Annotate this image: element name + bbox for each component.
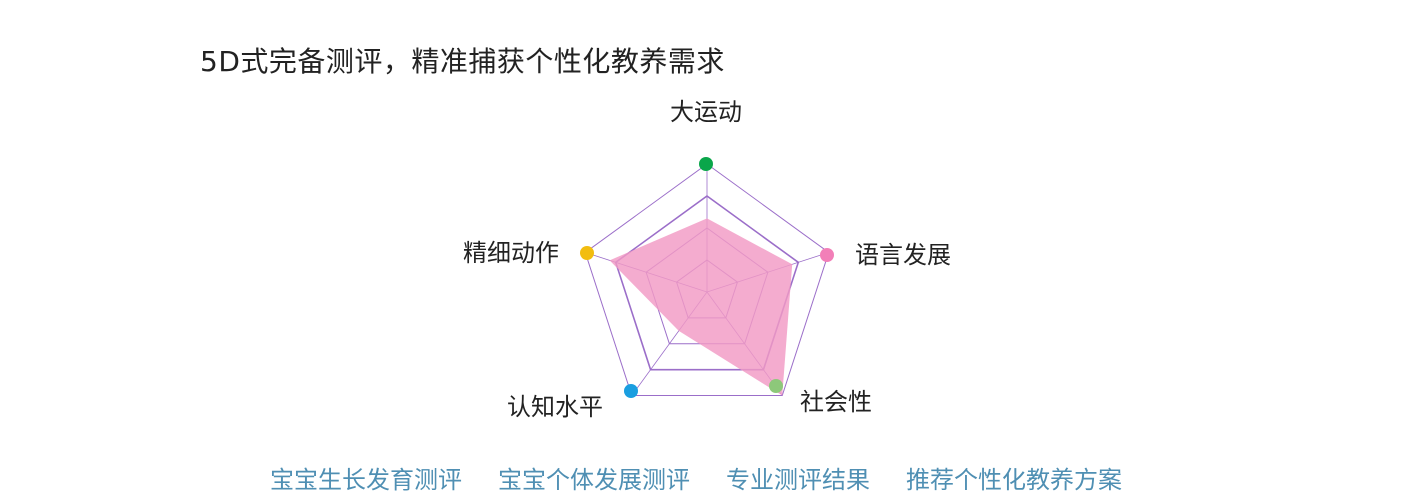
page-headline: 5D式完备测评，精准捕获个性化教养需求 [200, 45, 725, 78]
radar-grid-ring-4 [584, 163, 830, 397]
axis-dot-4 [624, 384, 638, 398]
axis-dot-5 [580, 246, 594, 260]
footer-link-individual-assessment[interactable]: 宝宝个体发展测评 [498, 466, 690, 494]
footer-link-assessment-results[interactable]: 专业测评结果 [726, 466, 870, 494]
footer-link-parenting-plan[interactable]: 推荐个性化教养方案 [906, 466, 1122, 494]
radar-series-area-1 [609, 218, 793, 396]
axis-label-4: 认知水平 [507, 393, 603, 421]
footer-link-growth-assessment[interactable]: 宝宝生长发育测评 [270, 466, 462, 494]
footer-nav: 宝宝生长发育测评 宝宝个体发展测评 专业测评结果 推荐个性化教养方案 [270, 460, 1122, 495]
axis-dot-3 [769, 379, 783, 393]
axis-dot-2 [820, 248, 834, 262]
axis-dot-1 [699, 157, 713, 171]
axis-label-1: 大运动 [670, 98, 742, 126]
axis-label-5: 精细动作 [463, 239, 559, 267]
axis-label-3: 社会性 [800, 388, 872, 416]
axis-label-2: 语言发展 [855, 241, 951, 269]
